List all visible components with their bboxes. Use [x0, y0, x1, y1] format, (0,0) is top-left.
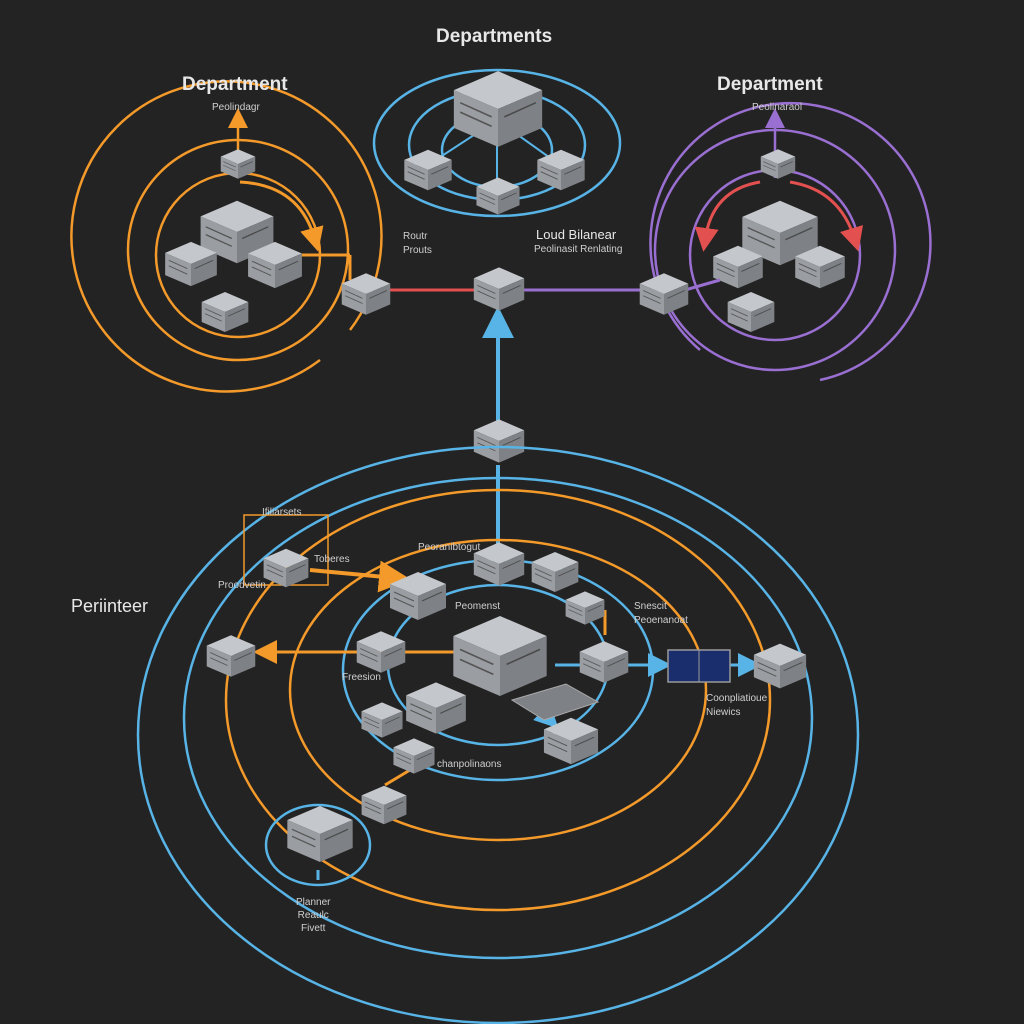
- title-top: Departments: [436, 26, 553, 47]
- dept-left-subtitle: Peolindagr: [212, 102, 260, 113]
- server-icon: [361, 785, 407, 825]
- inner-top-label: Peoranibtogut: [418, 542, 481, 553]
- core-server-icon: [452, 615, 548, 697]
- monitor-icon: [667, 649, 731, 683]
- server-icon: [201, 291, 249, 333]
- load-balancer-icon: [473, 266, 525, 312]
- top-department-cluster: [372, 68, 622, 218]
- server-icon: [727, 291, 775, 333]
- server-rack-icon: [286, 805, 354, 863]
- load-balancer-label: Loud Bilanear: [536, 227, 617, 242]
- planner-label: Planner Reaulc Fivett: [296, 897, 331, 934]
- server-icon: [356, 630, 406, 674]
- server-icon: [760, 148, 796, 180]
- server-icon: [565, 591, 605, 625]
- service-right-label: Snescit Peoenanoat: [634, 601, 688, 626]
- perimeter-label: Periinteer: [71, 596, 149, 616]
- server-icon: [389, 571, 447, 621]
- router-label: Routr Prouts: [403, 231, 432, 256]
- server-rack-icon: [405, 681, 467, 735]
- dept-left-title: Department: [182, 74, 288, 95]
- left-department-cluster: [70, 80, 383, 393]
- panel-icon: [510, 683, 600, 721]
- dept-right-subtitle: Peolinaraol: [752, 102, 803, 113]
- channels-label: chanpolinaons: [437, 759, 502, 770]
- right-department-cluster: [649, 101, 932, 382]
- gateway-icon: [473, 418, 525, 464]
- server-rack-icon: [530, 551, 580, 593]
- server-icon: [639, 272, 689, 316]
- perimeter-nodes: [206, 514, 807, 880]
- frame-mid-label: Peomenst: [455, 601, 501, 612]
- server-icon: [453, 70, 543, 148]
- frecion-label: Freesion: [342, 672, 381, 683]
- server-icon: [476, 177, 520, 215]
- server-icon: [361, 701, 403, 739]
- firewall-box-label: Ifiliarsets: [262, 507, 302, 518]
- server-icon: [473, 541, 525, 587]
- firewall-box-label-2: Toberes: [314, 554, 350, 565]
- server-icon: [536, 149, 586, 191]
- server-icon: [206, 634, 256, 678]
- dept-right-title: Department: [717, 74, 823, 95]
- compliance-label: Coonpliatioue Niewics: [706, 693, 768, 718]
- server-icon: [579, 640, 629, 684]
- load-balancer-sublabel: Peolinasit Renlating: [534, 244, 623, 255]
- left-node-label: Proodvetin: [218, 580, 266, 591]
